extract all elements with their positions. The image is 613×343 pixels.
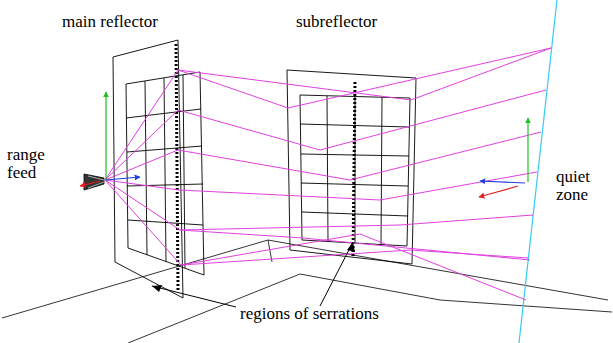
part-label: regions of serrations (240, 305, 480, 323)
range-feed (80, 92, 140, 190)
part-label: subreflector (296, 13, 416, 31)
arrow-head (347, 242, 355, 252)
part-label: main reflector (62, 13, 192, 31)
main-reflector (113, 40, 204, 298)
part-label: quiet zone (556, 168, 608, 204)
part-label: range feed (7, 146, 55, 182)
subreflector (287, 70, 416, 264)
arrow-head (152, 285, 162, 292)
rays (105, 48, 551, 300)
quiet-zone-axes (479, 118, 528, 197)
leader-arrows (152, 242, 353, 307)
